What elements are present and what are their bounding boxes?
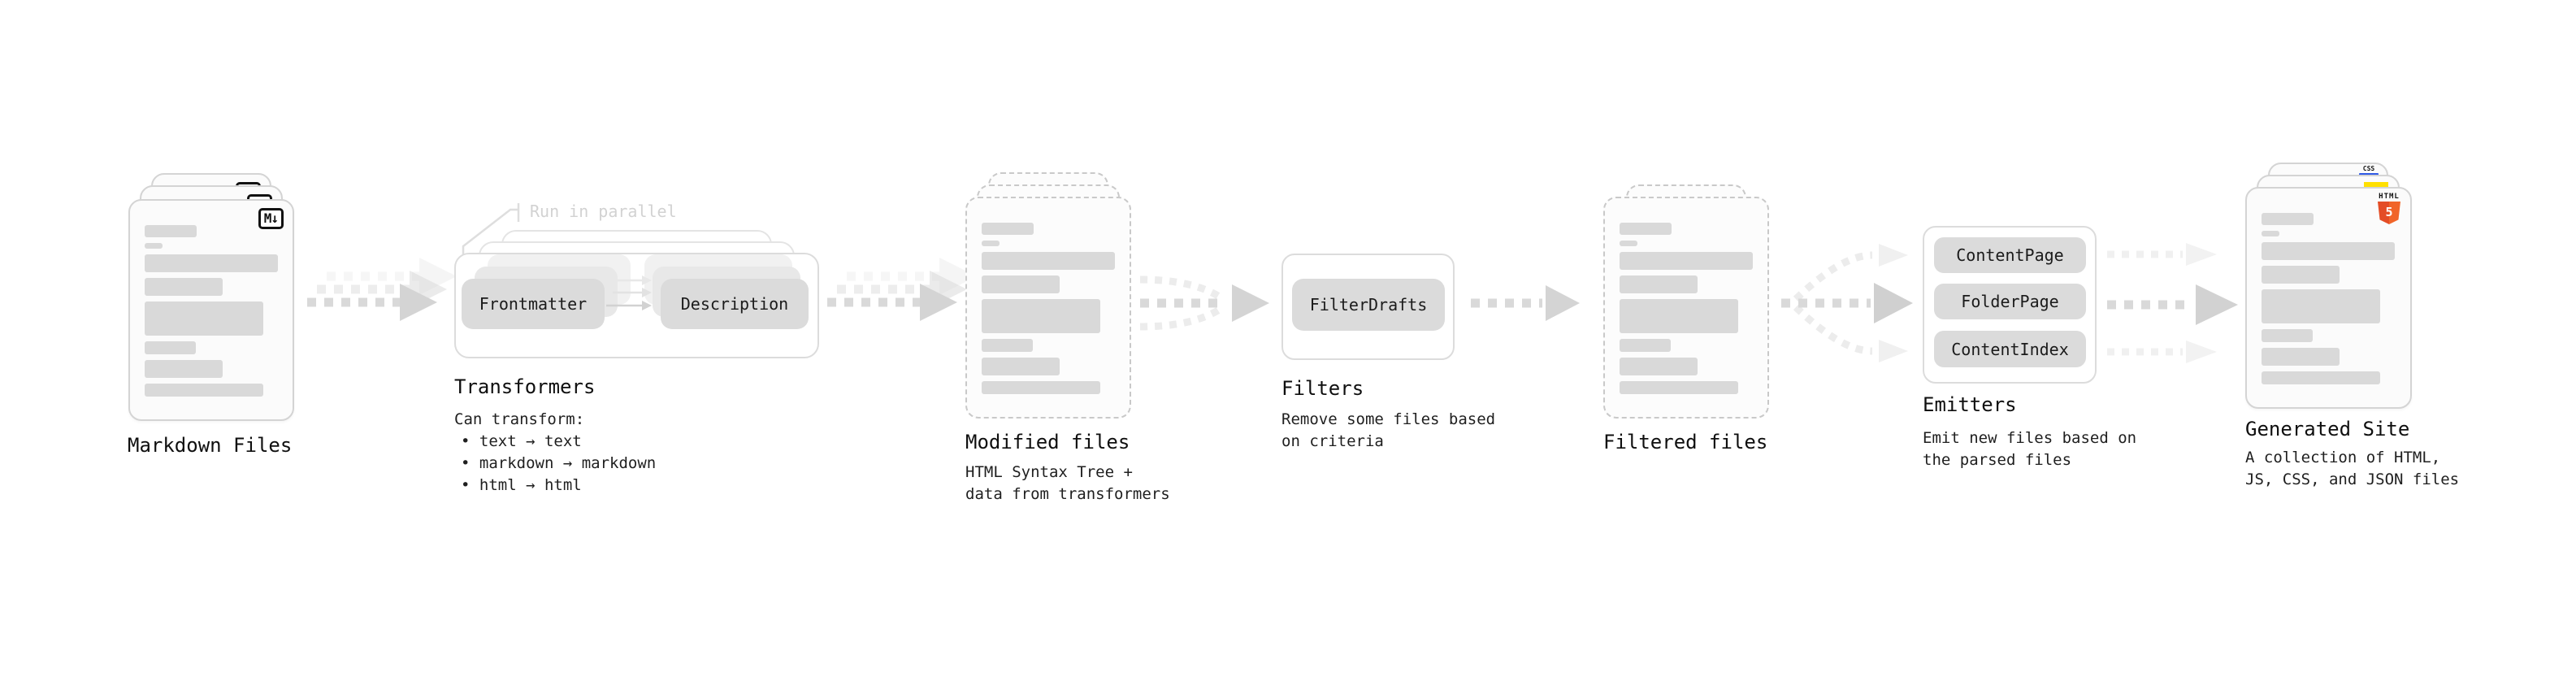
description-pill: Description bbox=[661, 279, 809, 329]
filters-title: Filters bbox=[1281, 377, 1364, 400]
doc-skeleton-lines bbox=[982, 223, 1115, 400]
folder-page-pill: FolderPage bbox=[1934, 284, 2086, 319]
frontmatter-pill: Frontmatter bbox=[462, 279, 605, 329]
arrow-emitters-to-site bbox=[2107, 243, 2238, 363]
filtered-files-label: Filtered files bbox=[1603, 431, 1768, 453]
arrow-modified-to-filters bbox=[1139, 275, 1269, 331]
doc-skeleton-lines bbox=[145, 225, 278, 402]
arrow-filters-to-filtered bbox=[1471, 285, 1580, 321]
desc-line: A collection of HTML, bbox=[2245, 449, 2441, 466]
filtered-doc-front bbox=[1603, 197, 1769, 419]
emitters-description: Emit new files based on the parsed files bbox=[1923, 427, 2136, 471]
filter-drafts-pill: FilterDrafts bbox=[1292, 279, 1445, 331]
css-icon: CSS bbox=[2359, 166, 2379, 176]
desc-line: on criteria bbox=[1281, 432, 1384, 450]
transformers-bullet-list: text → text markdown → markdown html → h… bbox=[454, 431, 656, 497]
arrow-markdown-to-transformers bbox=[307, 258, 457, 321]
transformers-bullet: text → text bbox=[461, 431, 656, 453]
css-icon-label: CSS bbox=[2362, 165, 2375, 172]
markdown-icon: M↓ bbox=[258, 208, 284, 229]
html5-icon: HTML 5 bbox=[2376, 193, 2402, 224]
desc-line: data from transformers bbox=[965, 485, 1170, 503]
run-in-parallel-callout: Run in parallel bbox=[530, 202, 677, 221]
transformers-description: Can transform: text → text markdown → ma… bbox=[454, 409, 656, 497]
content-index-pill: ContentIndex bbox=[1934, 331, 2086, 367]
desc-line: Remove some files based bbox=[1281, 410, 1496, 428]
html5-icon-label: HTML bbox=[2379, 193, 2400, 201]
arrow-transformers-to-modified bbox=[827, 258, 977, 321]
arrow-filtered-to-emitters bbox=[1781, 244, 1913, 362]
modified-files-label: Modified files bbox=[965, 431, 1130, 453]
modified-files-description: HTML Syntax Tree + data from transformer… bbox=[965, 462, 1170, 505]
transformers-title: Transformers bbox=[454, 375, 596, 398]
parallel-run-arrows bbox=[606, 275, 652, 310]
markdown-doc-front: M↓ bbox=[128, 199, 294, 421]
desc-line: Emit new files based on bbox=[1923, 429, 2137, 447]
emitters-title: Emitters bbox=[1923, 393, 2017, 416]
css-icon-bar bbox=[2359, 173, 2379, 176]
markdown-files-label: Markdown Files bbox=[128, 434, 293, 457]
html5-icon-shield: 5 bbox=[2378, 202, 2400, 224]
site-doc-html: HTML 5 bbox=[2245, 187, 2412, 409]
content-page-pill: ContentPage bbox=[1934, 237, 2086, 273]
transformers-bullet: html → html bbox=[461, 475, 656, 497]
desc-line: HTML Syntax Tree + bbox=[965, 463, 1133, 481]
transformers-bullet: markdown → markdown bbox=[461, 453, 656, 475]
generated-site-description: A collection of HTML, JS, CSS, and JSON … bbox=[2245, 447, 2459, 491]
doc-skeleton-lines bbox=[1620, 223, 1753, 400]
desc-line: JS, CSS, and JSON files bbox=[2245, 471, 2460, 488]
desc-line: the parsed files bbox=[1923, 451, 2072, 469]
filters-description: Remove some files based on criteria bbox=[1281, 409, 1495, 453]
generated-site-label: Generated Site bbox=[2245, 418, 2410, 440]
transformers-desc-heading: Can transform: bbox=[454, 410, 585, 428]
modified-doc-front bbox=[965, 197, 1131, 419]
doc-skeleton-lines bbox=[2262, 213, 2395, 390]
